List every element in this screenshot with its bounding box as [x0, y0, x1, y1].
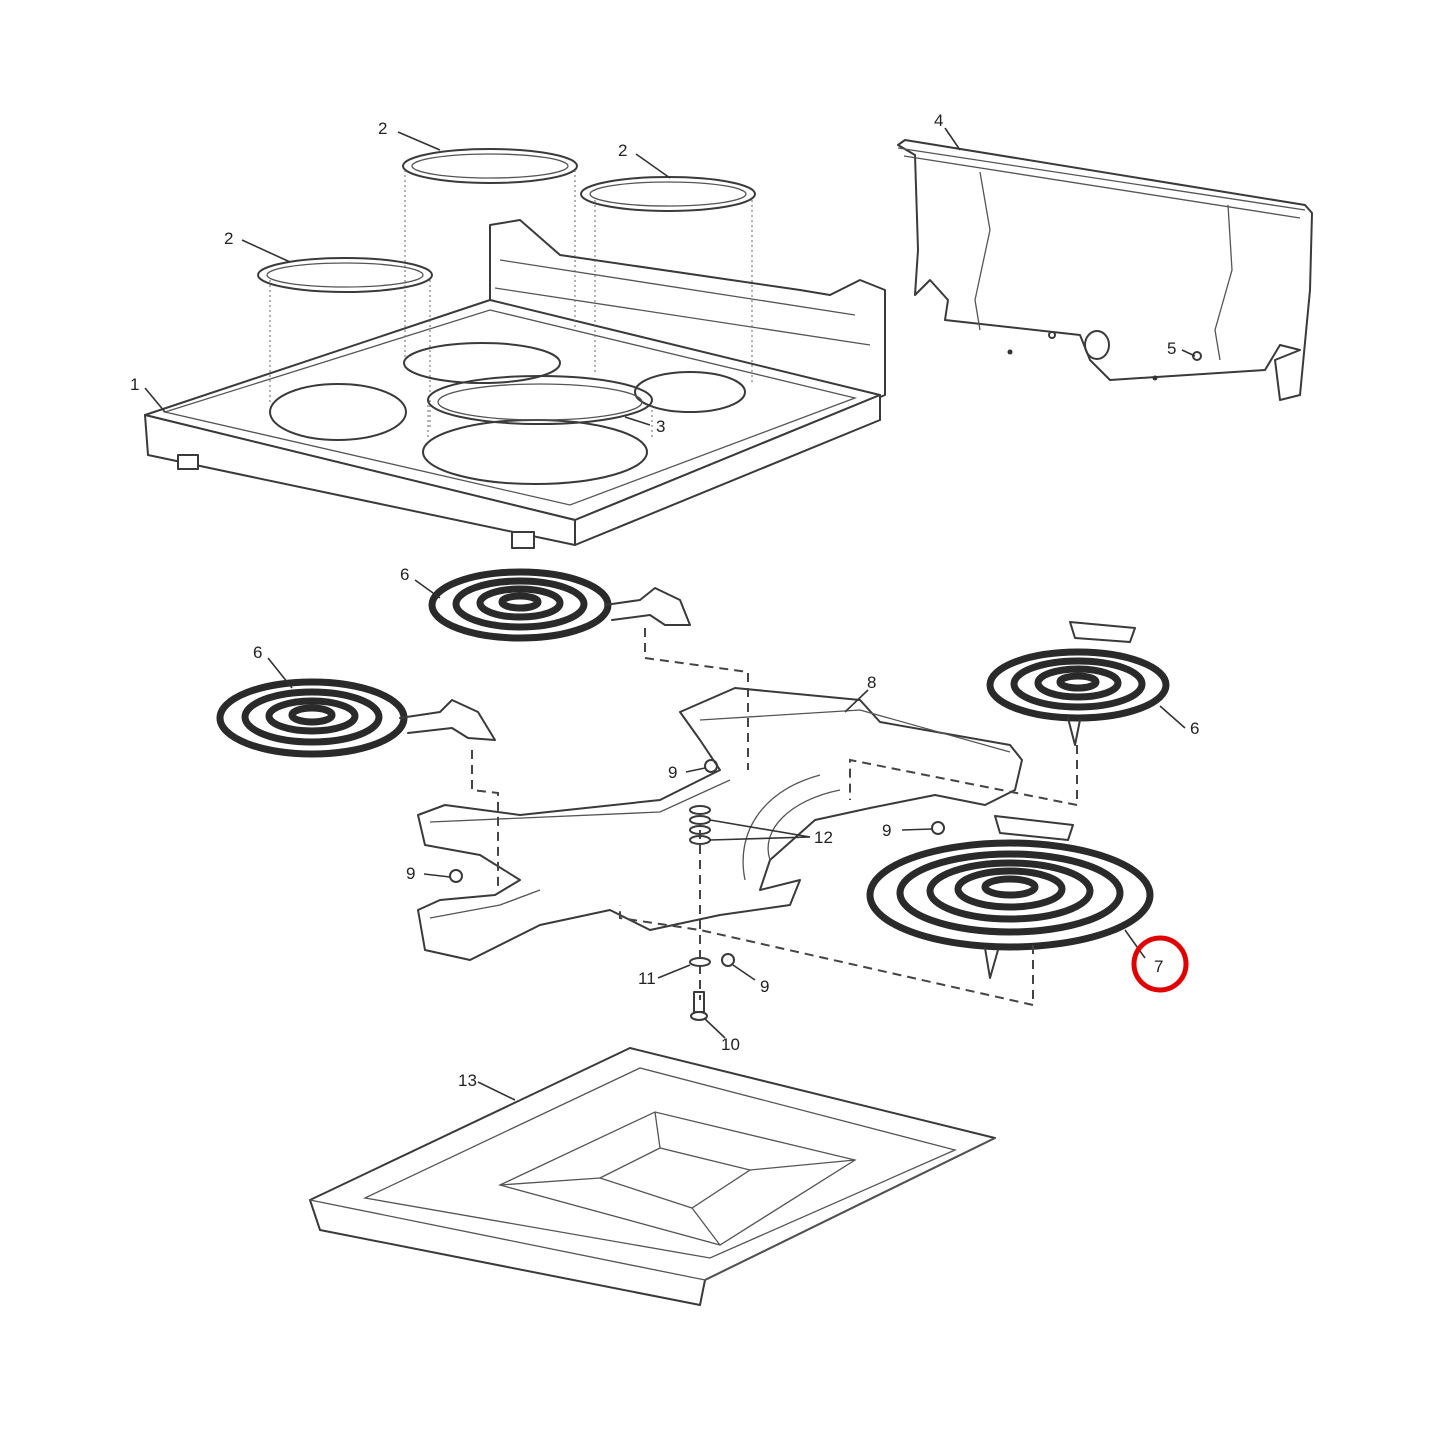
- callout-6-left: 6: [253, 643, 262, 662]
- callout-9-pan-right: 9: [882, 821, 891, 840]
- callout-6-right: 6: [1190, 719, 1199, 738]
- callout-4: 4: [934, 111, 943, 130]
- callout-labels: 2 2 2 1 3 4 5 6 6 6 7 8 9 9 9 9 10 11 12…: [130, 111, 1199, 1090]
- washer-part-11: [689, 957, 711, 967]
- callout-2-front: 2: [224, 229, 233, 248]
- leader-lines: [144, 127, 1196, 1101]
- callout-1: 1: [130, 375, 139, 394]
- cooktop-part-1: [144, 219, 886, 549]
- callout-12: 12: [814, 828, 833, 847]
- callout-10: 10: [721, 1035, 740, 1054]
- support-pan-part-8: [417, 628, 1078, 1007]
- callout-5: 5: [1167, 339, 1176, 358]
- coil-element-part-6-b: [216, 678, 496, 758]
- screw-part-5: [1048, 331, 1202, 361]
- highlight-circle: [1131, 935, 1189, 993]
- callout-8: 8: [867, 673, 876, 692]
- callout-2-right: 2: [618, 141, 627, 160]
- callout-11: 11: [638, 969, 656, 988]
- callout-6-top: 6: [400, 565, 409, 584]
- callout-13: 13: [458, 1071, 477, 1090]
- screw-part-10: [690, 991, 708, 1021]
- coil-element-part-6-a: [428, 568, 691, 642]
- drip-tray-part-13: [309, 1047, 996, 1306]
- callout-7: 7: [1154, 957, 1163, 976]
- callout-9-bottom: 9: [760, 977, 769, 996]
- coil-element-part-6-c: [986, 621, 1170, 746]
- callout-3: 3: [656, 417, 665, 436]
- trim-ring-part-3: [427, 375, 653, 440]
- back-panel-part-4: [897, 139, 1313, 401]
- callout-2-left: 2: [378, 119, 387, 138]
- callout-9-pan-left: 9: [406, 864, 415, 883]
- callout-9-pan-top: 9: [668, 763, 677, 782]
- screw-part-9: [449, 759, 945, 967]
- coil-element-part-7: [866, 815, 1154, 979]
